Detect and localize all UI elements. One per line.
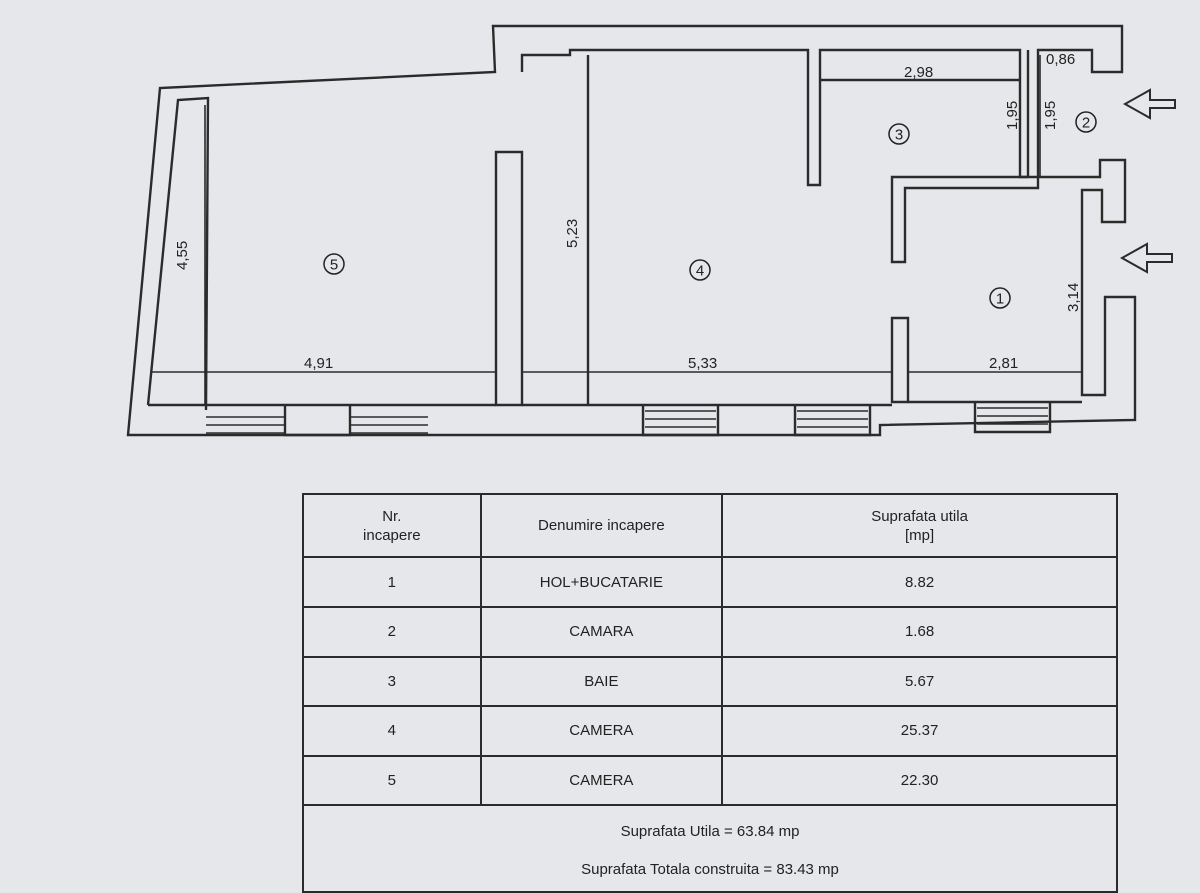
- room-label-3: 3: [888, 123, 910, 145]
- window: [973, 402, 1052, 434]
- svg-text:2: 2: [1082, 115, 1090, 132]
- svg-text:5: 5: [330, 257, 338, 274]
- usable-area-total: Suprafata Utila = 63.84 mp: [620, 822, 800, 840]
- cell-name: CAMERA: [479, 754, 724, 807]
- room-label-4: 4: [689, 259, 711, 281]
- inner-wall: [494, 150, 524, 407]
- inner-wall: [146, 96, 210, 411]
- arrow-left-icon: [1119, 242, 1173, 274]
- room-label-5: 5: [323, 253, 345, 275]
- dim-room1-width: 2,81: [989, 355, 1018, 372]
- window: [641, 405, 872, 437]
- cell-area: 25.37: [721, 705, 1118, 757]
- dim-room3-height: 1,95: [1004, 101, 1021, 130]
- built-area-total: Suprafata Totala construita = 83.43 mp: [581, 860, 839, 878]
- cell-name: HOL+BUCATARIE: [479, 556, 724, 608]
- table-row: 5 CAMERA 22.30: [302, 754, 1118, 807]
- dim-room5-width: 4,91: [304, 355, 333, 372]
- cell-nr: 4: [302, 705, 482, 757]
- room-label-1: 1: [989, 287, 1011, 309]
- window: [206, 405, 428, 437]
- cell-name: CAMARA: [479, 605, 724, 658]
- cell-nr: 1: [302, 556, 482, 608]
- dim-room1-height: 3,14: [1065, 283, 1082, 312]
- header-nr: Nr.incapere: [302, 492, 482, 559]
- summary-cell: Suprafata Utila = 63.84 mp Suprafata Tot…: [302, 804, 1118, 893]
- cell-area: 5.67: [721, 655, 1118, 708]
- table-row: 2 CAMARA 1.68: [302, 605, 1118, 658]
- table-row: 3 BAIE 5.67: [302, 655, 1118, 708]
- inner-wall: [520, 48, 1028, 187]
- dim-room5-height: 4,55: [174, 241, 191, 270]
- header-room-name: Denumire incapere: [479, 492, 724, 559]
- inner-wall: [890, 316, 910, 404]
- table-row: 4 CAMERA 25.37: [302, 705, 1118, 757]
- cell-nr: 2: [302, 605, 482, 658]
- inner-wall: [890, 175, 1040, 264]
- floor-plan: 4,91 5,33 2,81 2,98 0,86 4,55 5,23 1,95 …: [126, 24, 1176, 437]
- dim-room4-height: 5,23: [564, 219, 581, 248]
- header-area: Suprafata utila[mp]: [721, 492, 1118, 559]
- dimension-line: [1019, 55, 1041, 177]
- summary-row: Suprafata Utila = 63.84 mp Suprafata Tot…: [302, 804, 1118, 893]
- svg-text:3: 3: [895, 127, 903, 144]
- dim-room2-width: 0,86: [1046, 51, 1075, 68]
- table-row: 1 HOL+BUCATARIE 8.82: [302, 556, 1118, 608]
- outer-wall: [126, 24, 1137, 437]
- dim-room3-width: 2,98: [904, 64, 933, 81]
- arrow-left-icon: [1122, 88, 1176, 120]
- room-area-table: Nr.incapere Denumire incapere Suprafata …: [302, 492, 1118, 893]
- cell-name: CAMERA: [479, 705, 724, 757]
- room-label-2: 2: [1075, 111, 1097, 133]
- cell-nr: 3: [302, 655, 482, 708]
- svg-text:4: 4: [696, 263, 704, 280]
- table-header-row: Nr.incapere Denumire incapere Suprafata …: [302, 492, 1118, 559]
- cell-area: 8.82: [721, 556, 1118, 608]
- svg-text:1: 1: [996, 291, 1004, 308]
- cell-area: 22.30: [721, 754, 1118, 807]
- inner-wall: [148, 400, 1082, 407]
- cell-nr: 5: [302, 754, 482, 807]
- cell-name: BAIE: [479, 655, 724, 708]
- dim-room2-height: 1,95: [1042, 101, 1059, 130]
- cell-area: 1.68: [721, 605, 1118, 658]
- dim-room4-width: 5,33: [688, 355, 717, 372]
